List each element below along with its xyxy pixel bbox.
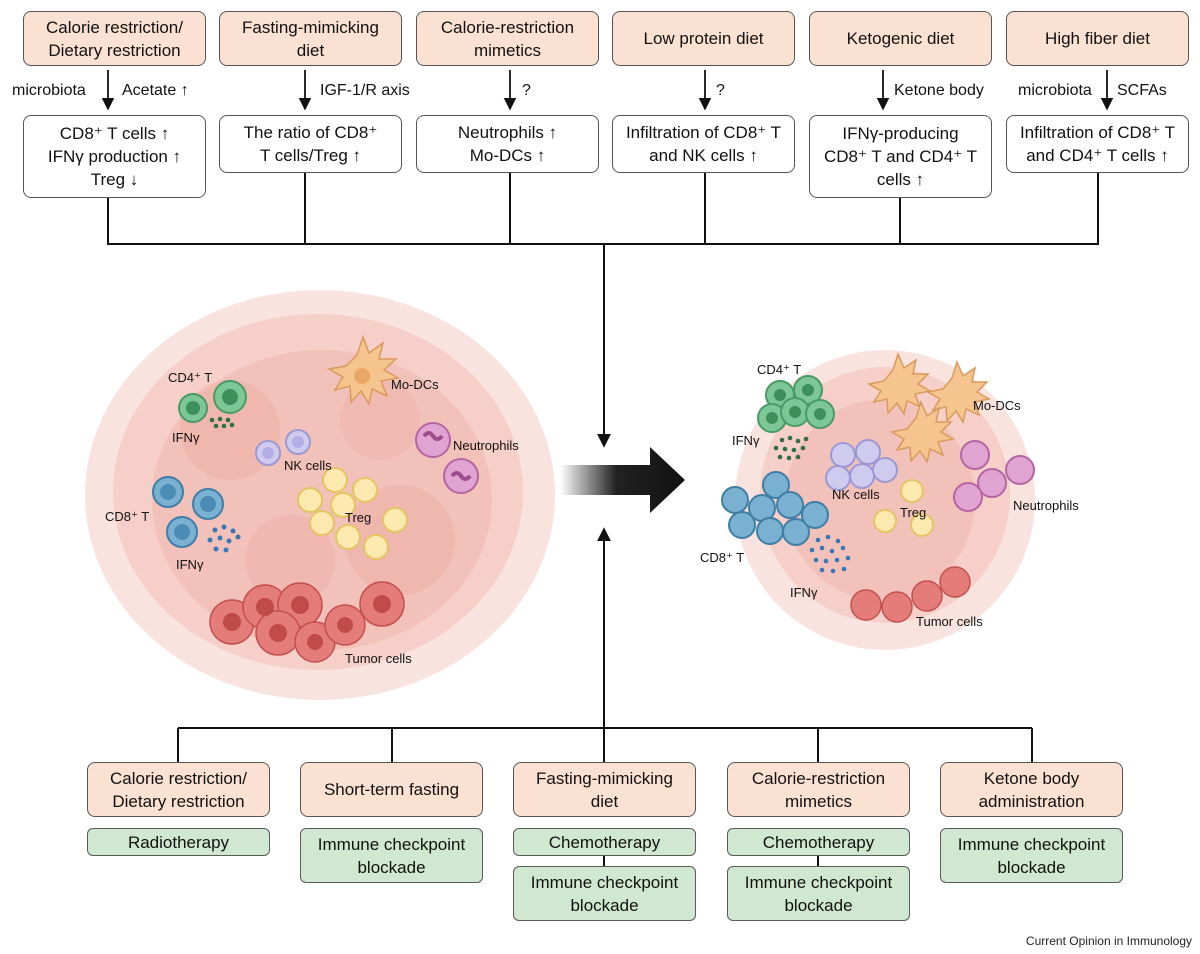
mechanism-label: ? xyxy=(522,82,531,99)
cd4-nuclei-right xyxy=(766,384,826,424)
bottom-bracket xyxy=(177,527,1033,866)
effect-box-cr-mimetics: Neutrophils ↑ Mo-DCs ↑ xyxy=(416,115,599,173)
cd4-cells-left xyxy=(178,380,247,423)
left-ifng-label-1: IFNγ xyxy=(172,430,200,445)
treg-cells-left xyxy=(297,467,408,560)
intervention-box-ketone-body: Ketone body administration xyxy=(940,762,1123,817)
left-modcs-label: Mo-DCs xyxy=(391,377,439,392)
effect-box-low-protein: Infiltration of CD8⁺ T and NK cells ↑ xyxy=(612,115,795,173)
effect-box-calorie-restriction: CD8⁺ T cells ↑ IFNγ production ↑ Treg ↓ xyxy=(23,115,206,198)
ifng-dots-left-1 xyxy=(209,416,235,429)
therapy-box-icb: Immune checkpoint blockade xyxy=(940,828,1123,883)
right-ifng-label-2: IFNγ xyxy=(790,585,818,600)
cd8-cells-left xyxy=(152,476,224,548)
right-cd4-label: CD4⁺ T xyxy=(757,362,802,377)
left-nk-label: NK cells xyxy=(284,458,332,473)
right-modcs-label: Mo-DCs xyxy=(973,398,1021,413)
left-tumor-label: Tumor cells xyxy=(345,651,412,666)
left-neutrophils-label: Neutrophils xyxy=(453,438,519,453)
mechanism-left-label: microbiota xyxy=(12,82,86,99)
effect-box-fasting-mimicking: The ratio of CD8⁺ T cells/Treg ↑ xyxy=(219,115,402,173)
tumor-right xyxy=(721,350,1035,650)
diet-box-fasting-mimicking: Fasting-mimicking diet xyxy=(219,11,402,66)
right-tumor-label: Tumor cells xyxy=(916,614,983,629)
left-cd8-label: CD8⁺ T xyxy=(105,509,150,524)
mechanism-left-label: microbiota xyxy=(1018,82,1092,99)
diet-box-ketogenic: Ketogenic diet xyxy=(809,11,992,66)
intervention-box-short-term-fasting: Short-term fasting xyxy=(300,762,483,817)
neutrophils-right xyxy=(953,440,1035,512)
neutrophils-left xyxy=(415,422,479,494)
right-cd8-label: CD8⁺ T xyxy=(700,550,745,565)
left-treg-label: Treg xyxy=(345,510,372,525)
transition-arrow xyxy=(560,447,685,513)
effect-box-ketogenic: IFNγ-producing CD8⁺ T and CD4⁺ T cells ↑ xyxy=(809,115,992,198)
intervention-box-cr-mimetics: Calorie-restriction mimetics xyxy=(727,762,910,817)
therapy-box-icb: Immune checkpoint blockade xyxy=(727,866,910,921)
treg-cells-right xyxy=(873,479,934,537)
tumor-cells-right xyxy=(850,566,971,623)
right-treg-label: Treg xyxy=(900,505,927,520)
mechanism-label: Ketone body xyxy=(894,82,984,99)
diet-box-low-protein: Low protein diet xyxy=(612,11,795,66)
top-arrows xyxy=(101,70,1114,111)
right-nk-label: NK cells xyxy=(832,487,880,502)
right-ifng-label-1: IFNγ xyxy=(732,433,760,448)
diet-box-high-fiber: High fiber diet xyxy=(1006,11,1189,66)
tumor-nuclei-left xyxy=(223,595,391,650)
effect-box-high-fiber: Infiltration of CD8⁺ T and CD4⁺ T cells … xyxy=(1006,115,1189,173)
cd8-cells-right xyxy=(721,471,829,546)
diet-box-calorie-restriction: Calorie restriction/ Dietary restriction xyxy=(23,11,206,66)
therapy-box-chemotherapy: Chemotherapy xyxy=(513,828,696,856)
modcs-right xyxy=(866,351,992,464)
tumor-left xyxy=(85,290,555,700)
mechanism-label: ? xyxy=(716,82,725,99)
diet-box-cr-mimetics: Calorie-restriction mimetics xyxy=(416,11,599,66)
therapy-box-icb: Immune checkpoint blockade xyxy=(300,828,483,883)
journal-credit: Current Opinion in Immunology xyxy=(1025,934,1192,948)
mechanism-label: IGF-1/R axis xyxy=(320,82,410,99)
ifng-dots-left-2 xyxy=(207,524,241,553)
left-ifng-label-2: IFNγ xyxy=(176,557,204,572)
nk-cells-left xyxy=(255,429,311,466)
ifng-dots-right-2 xyxy=(809,534,851,574)
nk-cells-right xyxy=(825,439,898,491)
therapy-box-radiotherapy: Radiotherapy xyxy=(87,828,270,856)
mechanism-label: Acetate ↑ xyxy=(122,82,189,99)
therapy-box-icb: Immune checkpoint blockade xyxy=(513,866,696,921)
top-bracket xyxy=(107,173,1099,448)
mechanism-label: SCFAs xyxy=(1117,82,1167,99)
therapy-box-chemotherapy: Chemotherapy xyxy=(727,828,910,856)
intervention-box-fasting-mimicking: Fasting-mimicking diet xyxy=(513,762,696,817)
left-cd4-label: CD4⁺ T xyxy=(168,370,213,385)
ifng-dots-right-1 xyxy=(773,435,809,461)
modc-left xyxy=(326,334,401,407)
right-neutrophils-label: Neutrophils xyxy=(1013,498,1079,513)
intervention-box-calorie-restriction: Calorie restriction/ Dietary restriction xyxy=(87,762,270,817)
